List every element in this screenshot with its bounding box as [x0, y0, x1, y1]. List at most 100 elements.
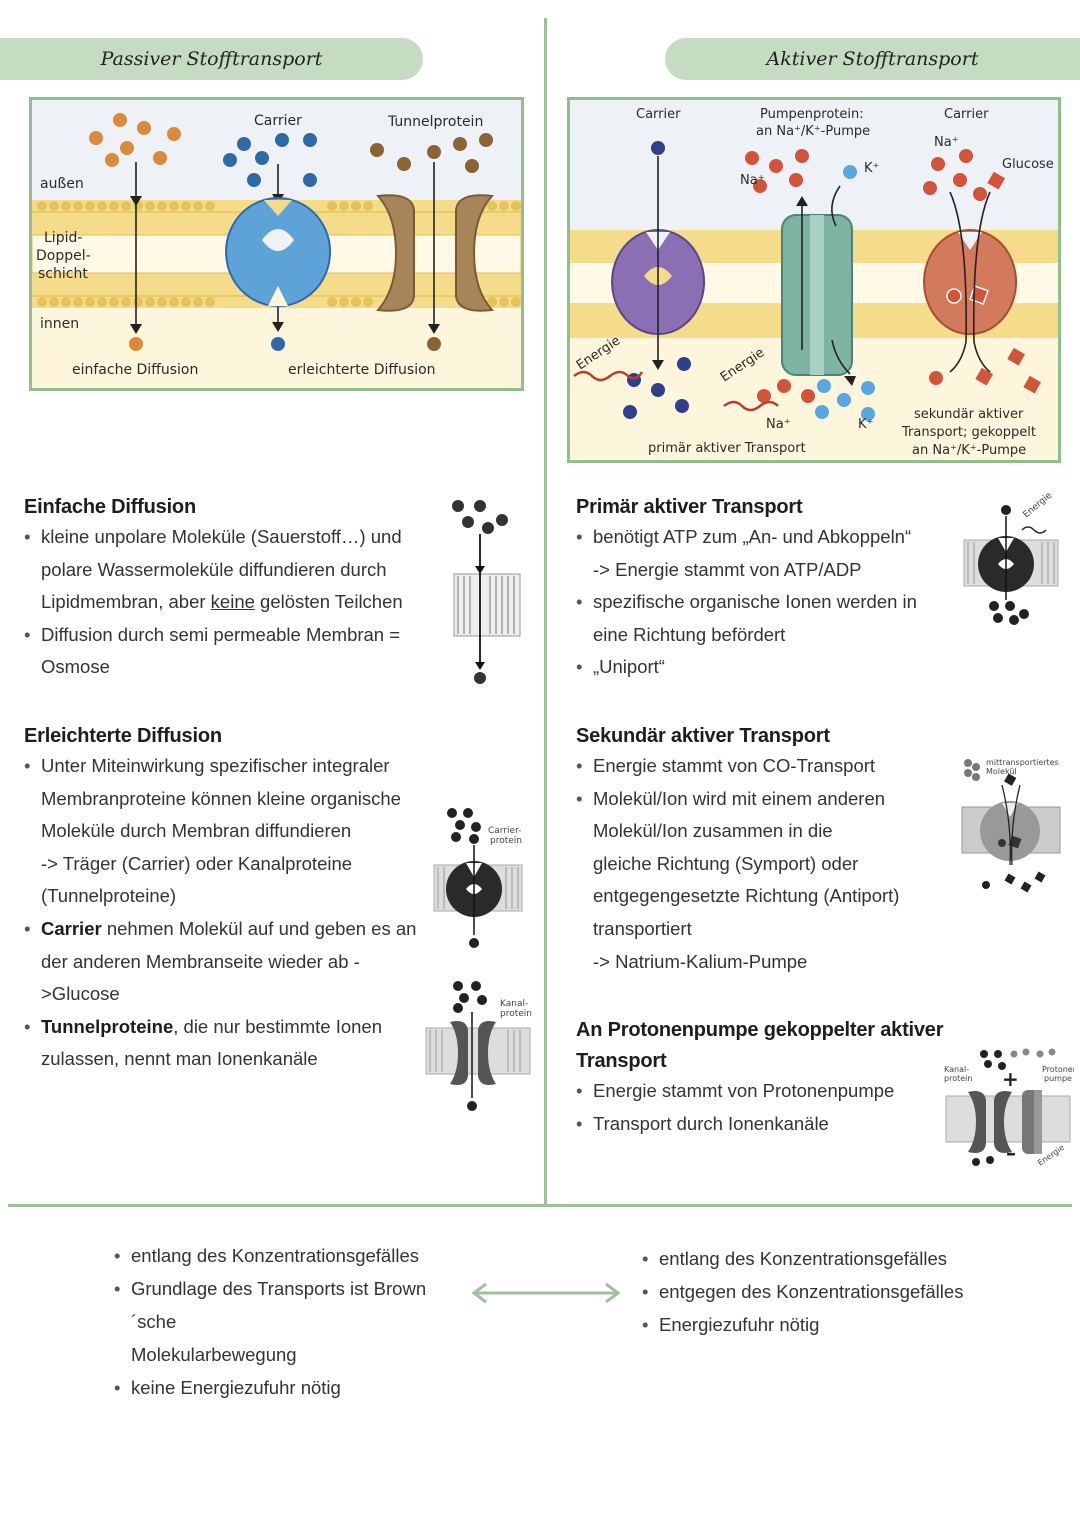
primary-b1-line-1: benötigt ATP zum „An- und Abkoppeln“	[593, 526, 912, 547]
fac-b2-rest: nehmen Molekül auf und geben es an	[101, 917, 417, 939]
simple-b1-line-1: kleine unpolare Moleküle (Sauerstoff…) u…	[41, 526, 402, 547]
summary-passive-1-text: entlang des Konzentrationsgefälles	[131, 1245, 419, 1266]
thumb-cotransport-label-2: Molekül	[986, 767, 1017, 776]
secondary-b2-line-5: transportiert	[593, 917, 692, 939]
secondary-b2-line-6: -> Natrium-Kalium-Pumpe	[593, 950, 808, 972]
summary-active-1-text: entlang des Konzentrationsgefälles	[659, 1248, 947, 1269]
summary-passive: entlang des Konzentrationsgefälles Grund…	[114, 1239, 464, 1404]
secondary-b2-line-1: Molekül/Ion wird mit einem anderen	[593, 787, 886, 809]
passive-transport-figure: Carrier Tunnelprotein außen Lipid- Doppe…	[29, 97, 524, 391]
summary-passive-2-text: Grundlage des Transports ist Brown´sche	[131, 1278, 427, 1332]
summary-active-2: entgegen des Konzentrationsgefälles	[642, 1275, 1022, 1308]
label-pump-2: an Na⁺/K⁺-Pumpe	[756, 124, 870, 139]
label-na-bottom: Na⁺	[766, 417, 791, 432]
label-inside: innen	[40, 316, 79, 332]
summary-passive-2: Grundlage des Transports ist Brown´scheM…	[114, 1272, 464, 1371]
label-carrier-right: Carrier	[944, 107, 989, 122]
label-secondary-2: Transport; gekoppelt	[901, 425, 1036, 440]
header-passive-text: Passiver Stofftransport	[100, 48, 323, 70]
summary-passive-3: keine Energiezufuhr nötig	[114, 1371, 464, 1404]
label-lipid-3: schicht	[38, 266, 88, 282]
label-lipid-2: Doppel-	[36, 248, 91, 264]
label-tunnelprotein: Tunnelprotein	[387, 114, 483, 130]
thumb-cotransport-label-1: mittransportiertes	[986, 758, 1059, 767]
label-k-bottom: K⁺	[858, 417, 873, 432]
fac-b3-rest: , die nur bestimmte Ionen	[173, 1015, 382, 1037]
simple-b2-line-1: Diffusion durch semi permeable Membran =	[41, 623, 401, 645]
facilitated-diffusion-title: Erleichterte Diffusion	[24, 725, 222, 747]
horizontal-divider	[8, 1204, 1072, 1207]
label-secondary-1: sekundär aktiver	[914, 407, 1024, 422]
proton-bullet-1: Energie stammt von Protonenpumpe	[576, 1075, 946, 1108]
summary-passive-2b-text: Molekularbewegung	[131, 1344, 297, 1365]
thumb-plus: +	[1002, 1067, 1019, 1091]
thumb-kanal-label-1: Kanal-	[944, 1065, 969, 1074]
label-primary: primär aktiver Transport	[648, 441, 806, 456]
header-active: Aktiver Stofftransport	[665, 38, 1080, 80]
simple-b1-line-2: polare Wassermoleküle diffundieren durch	[41, 558, 387, 580]
summary-active-3-text: Energiezufuhr nötig	[659, 1314, 820, 1335]
thumb-channel-label-2: protein	[500, 1009, 532, 1019]
thumb-secondary-active: mittransportiertes Molekül	[958, 755, 1076, 895]
secondary-bullet-1: Energie stammt von CO-Transport	[576, 750, 946, 783]
label-na-top: Na⁺	[740, 173, 765, 188]
facilitated-bullet-3: Tunnelproteine, die nur bestimmte Ionen …	[24, 1011, 424, 1076]
fac-b1-line-4: -> Träger (Carrier) oder Kanalproteine	[41, 852, 353, 874]
thumb-simple-diffusion	[440, 492, 522, 690]
label-carrier-left: Carrier	[636, 107, 681, 122]
summary-active-3: Energiezufuhr nötig	[642, 1308, 1022, 1341]
section-proton-pump: An Protonenpumpe gekoppelter aktiver Tra…	[576, 1019, 946, 1140]
thumb-carrier-label-2: protein	[490, 836, 522, 846]
vertical-divider	[544, 18, 547, 1205]
simple-b1-underline: keine	[210, 591, 255, 613]
primary-bullet-1: benötigt ATP zum „An- und Abkoppeln“ -> …	[576, 521, 946, 586]
header-passive: Passiver Stofftransport	[0, 38, 423, 80]
simple-b1-end: gelösten Teilchen	[254, 591, 403, 613]
simple-b1-line-3: Lipidmembran, aber	[41, 591, 211, 613]
thumb-channel-label-1: Kanal-	[500, 999, 528, 1009]
simple-diffusion-title: Einfache Diffusion	[24, 496, 196, 518]
label-k-top: K⁺	[864, 161, 879, 176]
secondary-active-title: Sekundär aktiver Transport	[576, 725, 830, 747]
thumb-energy-label: Energie	[1022, 490, 1055, 520]
summary-active-1: entlang des Konzentrationsgefälles	[642, 1242, 1022, 1275]
label-simple-diffusion: einfache Diffusion	[72, 362, 198, 378]
thumb-proton-pump: + – Kanal- protein Protonen- pumpe Energ…	[942, 1046, 1074, 1176]
section-secondary-active: Sekundär aktiver Transport Energie stamm…	[576, 725, 946, 978]
summary-passive-1: entlang des Konzentrationsgefälles	[114, 1239, 464, 1272]
fac-b1-line-3: Moleküle durch Membran diffundieren	[41, 820, 352, 842]
secondary-b2-line-3: gleiche Richtung (Symport) oder	[593, 852, 859, 874]
proton-title-2: Transport	[576, 1050, 667, 1072]
proton-b1: Energie stammt von Protonenpumpe	[593, 1080, 895, 1101]
label-facilitated-diffusion: erleichterte Diffusion	[288, 362, 436, 378]
thumb-kanal-label-2: protein	[944, 1074, 972, 1083]
label-pump-1: Pumpenprotein:	[760, 107, 864, 122]
thumb-carrier-label-1: Carrier-	[488, 826, 521, 836]
fac-b2-line-2: der anderen Membranseite wieder ab ->Glu…	[41, 950, 360, 1005]
thumb-proton-label-2: pumpe	[1044, 1074, 1072, 1083]
label-lipid-1: Lipid-	[44, 230, 82, 246]
thumb-minus: –	[1006, 1141, 1016, 1165]
thumb-primary-active: Energie	[962, 488, 1060, 626]
primary-bullet-3: „Uniport“	[576, 651, 946, 684]
label-carrier: Carrier	[254, 113, 302, 129]
facilitated-bullet-2: Carrier nehmen Molekül auf und geben es …	[24, 913, 424, 1011]
facilitated-bullet-1: Unter Miteinwirkung spezifischer integra…	[24, 750, 424, 913]
section-simple-diffusion: Einfache Diffusion kleine unpolare Molek…	[24, 496, 434, 684]
summary-passive-3-text: keine Energiezufuhr nötig	[131, 1377, 341, 1398]
active-transport-figure: Carrier Pumpenprotein: an Na⁺/K⁺-Pumpe C…	[567, 97, 1061, 463]
primary-b1-line-2: -> Energie stammt von ATP/ADP	[593, 558, 862, 580]
fac-b1-line-5: (Tunnelproteine)	[41, 885, 177, 907]
label-na-right: Na⁺	[934, 135, 959, 150]
fac-b3-line-2: zulassen, nennt man Ionenkanäle	[41, 1048, 318, 1070]
secondary-b1: Energie stammt von CO-Transport	[593, 755, 876, 776]
fac-b3-bold: Tunnelproteine	[41, 1015, 174, 1037]
primary-bullet-2: spezifische organische Ionen werden in e…	[576, 586, 946, 651]
simple-b2-line-2: Osmose	[41, 656, 110, 678]
secondary-b2-line-2: Molekül/Ion zusammen in die	[593, 820, 833, 842]
fac-b1-line-2: Membranproteine können kleine organische	[41, 787, 401, 809]
label-outside: außen	[40, 176, 84, 192]
primary-active-title: Primär aktiver Transport	[576, 496, 803, 518]
label-glucose: Glucose	[1002, 157, 1054, 172]
primary-b3: „Uniport“	[593, 656, 665, 678]
